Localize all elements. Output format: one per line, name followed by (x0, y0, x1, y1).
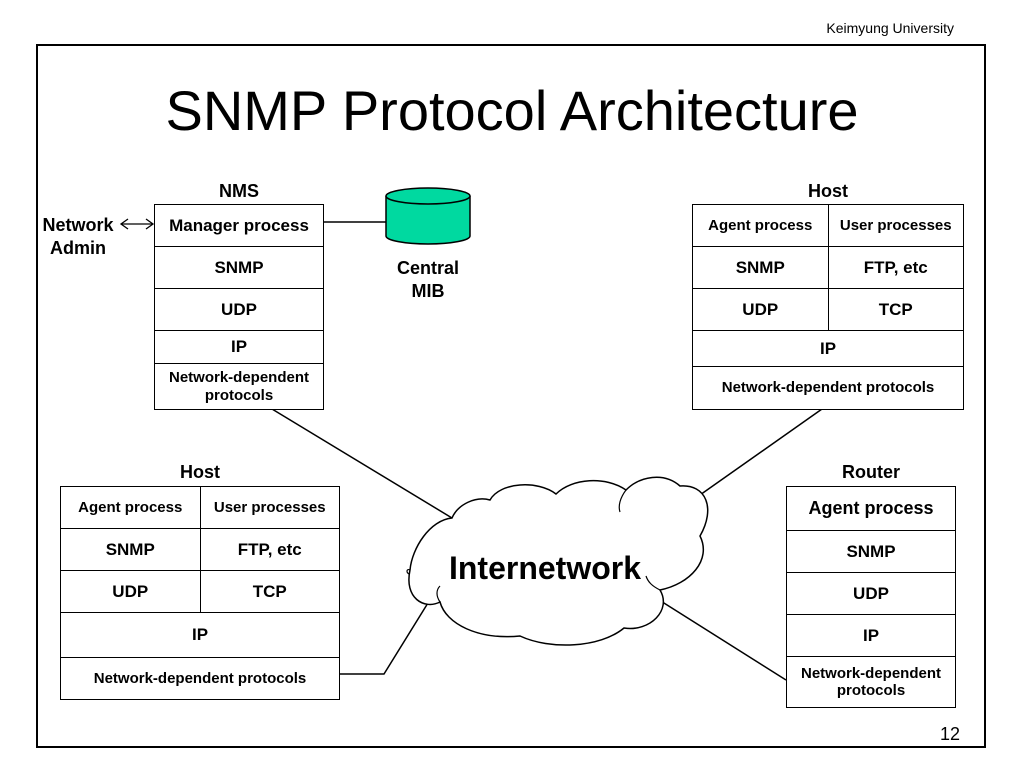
central-mib-label: Central MIB (382, 257, 474, 302)
nms-to-internetwork-line (271, 408, 453, 519)
host-left-label: Host (180, 462, 220, 482)
host-left-network-dependent-layer: Network-dependent protocols (60, 657, 340, 700)
page-number: 12 (940, 724, 961, 744)
database-icon (385, 187, 471, 245)
network-admin-line2: Admin (50, 237, 106, 258)
host-right-user-processes: User processes (827, 204, 964, 247)
router-udp-layer: UDP (786, 572, 956, 615)
host-left-agent-process: Agent process (60, 486, 201, 529)
double-arrow-icon (119, 218, 155, 230)
host-right-ftp-layer: FTP, etc (827, 246, 964, 289)
nms-manager-process: Manager process (154, 204, 324, 247)
host-right-ip-layer: IP (692, 330, 964, 367)
host-right-network-dependent-layer: Network-dependent protocols (692, 366, 964, 410)
nms-ip-layer: IP (154, 330, 324, 364)
host-left-to-internetwork-line (340, 589, 437, 675)
router-network-dependent-layer: Network-dependent protocols (786, 656, 956, 708)
host-left-tcp-layer: TCP (199, 570, 340, 613)
network-admin-label: Network Admin (36, 214, 120, 259)
router-ip-layer: IP (786, 614, 956, 657)
router-agent-process: Agent process (786, 486, 956, 531)
router-label: Router (842, 462, 900, 482)
host-left-ftp-layer: FTP, etc (199, 528, 340, 571)
host-left-snmp-layer: SNMP (60, 528, 201, 571)
slide-title: SNMP Protocol Architecture (165, 79, 859, 142)
host-right-agent-process: Agent process (692, 204, 829, 247)
host-left-udp-layer: UDP (60, 570, 201, 613)
host-right-to-internetwork-line (689, 408, 823, 503)
central-mib-line1: Central (396, 258, 459, 278)
host-right-tcp-layer: TCP (827, 288, 964, 331)
nms-snmp-layer: SNMP (154, 246, 324, 289)
router-to-internetwork-line (655, 597, 787, 681)
router-snmp-layer: SNMP (786, 530, 956, 573)
slide-frame (36, 44, 986, 748)
host-right-label: Host (808, 181, 848, 201)
host-right-protocol-stack: Agent process User processes SNMP FTP, e… (692, 204, 964, 410)
nms-label: NMS (219, 181, 259, 201)
nms-protocol-stack: Manager process SNMP UDP IP Network-depe… (154, 204, 324, 410)
internetwork-label: Internetwork (448, 550, 642, 586)
central-mib-line2: MIB (411, 280, 445, 301)
host-left-protocol-stack: Agent process User processes SNMP FTP, e… (60, 486, 340, 700)
host-right-udp-layer: UDP (692, 288, 829, 331)
host-left-ip-layer: IP (60, 612, 340, 658)
host-right-snmp-layer: SNMP (692, 246, 829, 289)
router-protocol-stack: Agent process SNMP UDP IP Network-depend… (786, 486, 956, 708)
institution-header: Keimyung University (826, 20, 954, 36)
network-admin-line1: Network (42, 215, 114, 235)
nms-udp-layer: UDP (154, 288, 324, 331)
host-left-user-processes: User processes (199, 486, 340, 529)
nms-network-dependent-layer: Network-dependent protocols (154, 363, 324, 410)
